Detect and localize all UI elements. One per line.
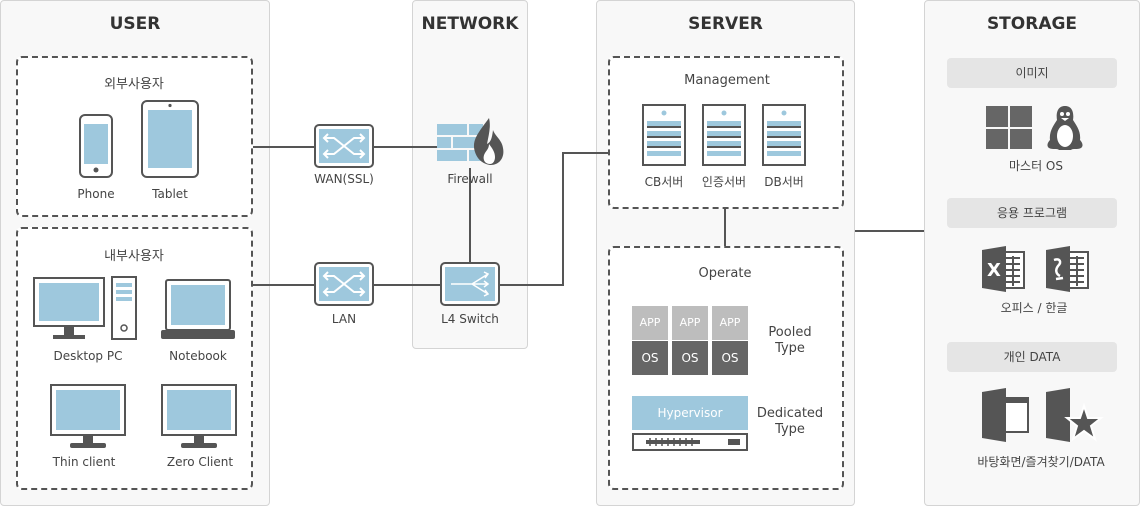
app-caption: 오피스 / 한글 [1000,301,1068,315]
notebook-icon [161,279,235,339]
desktop-pc-icon [33,276,137,340]
thin-client-label: Thin client [52,455,116,469]
firewall-label: Firewall [447,172,493,186]
external-user-title: 외부사용자 [104,77,164,92]
windows-logo-icon [986,106,1032,149]
hypervisor-box: Hypervisor [632,396,748,430]
auth-server-icon [702,104,746,166]
external-user-group [16,56,253,217]
hardware-rack-icon [632,433,748,451]
zero-client-icon [161,384,237,448]
pooled-type-line1: Pooled [768,325,812,340]
app-box-2: APP [672,306,708,340]
storage-panel-title: STORAGE [986,14,1078,34]
storage-panel: STORAGE 이미지 응용 프로그램 개인 DATA [924,0,1140,506]
db-server-label: DB서버 [764,175,804,189]
data-caption: 바탕화면/즐겨찾기/DATA [977,455,1105,469]
phone-icon [79,114,113,178]
wan-switch-icon [314,124,374,168]
internal-user-title: 내부사용자 [104,249,164,264]
connector-l4-server-v [562,152,564,286]
os-box-3: OS [712,341,748,375]
auth-server-label: 인증서버 [701,175,747,189]
operate-title: Operate [698,266,752,281]
management-title: Management [684,73,770,88]
image-header: 이미지 [947,58,1117,88]
l4-switch-label: L4 Switch [441,312,499,326]
dedicated-type-line2: Type [775,422,805,437]
desktop-folder-icon [982,388,1029,442]
cb-server-label: CB서버 [644,175,684,189]
desktop-pc-label: Desktop PC [53,349,123,363]
app-box-3: APP [712,306,748,340]
connector-firewall-l4 [469,168,471,264]
phone-label: Phone [77,187,115,201]
connector-server-storage [855,230,924,232]
lan-switch-icon [314,262,374,306]
pooled-type-line2: Type [775,341,805,356]
os-box-1: OS [632,341,668,375]
thin-client-icon [50,384,126,448]
wan-label: WAN(SSL) [314,172,374,186]
svg-text:X: X [987,260,1001,281]
zero-client-label: Zero Client [166,455,234,469]
tablet-label: Tablet [152,187,188,201]
pooled-type-label: Pooled Type [768,325,811,357]
lan-label: LAN [331,312,357,326]
linux-tux-icon [1047,106,1083,150]
connector-wan-firewall [374,146,438,148]
os-box-2: OS [672,341,708,375]
image-caption: 마스터 OS [1009,159,1063,173]
l4-switch-icon [440,262,500,306]
app-header: 응용 프로그램 [947,198,1117,228]
user-panel-title: USER [109,14,161,34]
app-box-1: APP [632,306,668,340]
connector-l4-server-h1 [500,284,563,286]
connector-external-wan [252,146,314,148]
excel-icon: X [982,246,1025,292]
dedicated-type-label: Dedicated Type [757,406,823,438]
connector-lan-l4 [374,284,440,286]
db-server-icon [762,104,806,166]
connector-l4-server-h2 [562,152,608,154]
cb-server-icon [642,104,686,166]
server-panel-title: SERVER [688,14,763,34]
notebook-label: Notebook [169,349,227,363]
firewall-icon [437,118,504,165]
hangul-doc-icon [1046,246,1089,292]
data-header: 개인 DATA [947,342,1117,372]
dedicated-type-line1: Dedicated [756,406,824,421]
tablet-icon [141,100,199,178]
connector-management-operate [724,209,726,246]
network-panel-title: NETWORK [421,14,519,34]
connector-internal-lan [252,284,314,286]
favorites-folder-icon [1046,388,1104,442]
